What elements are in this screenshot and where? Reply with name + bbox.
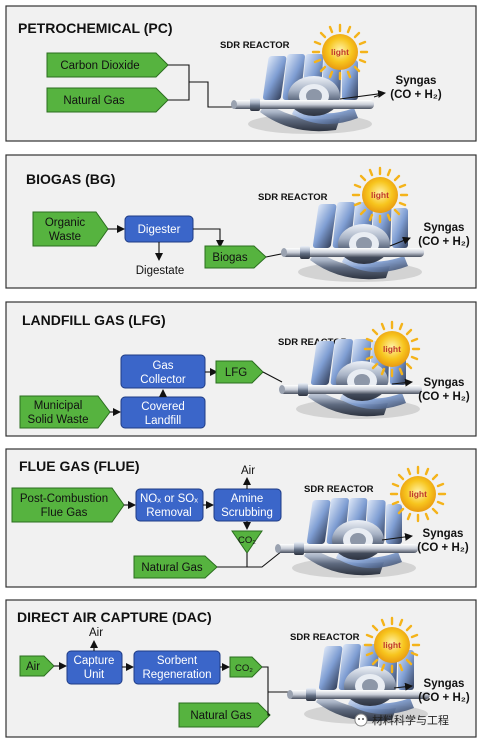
input-natural-gas-dac: Natural Gas — [178, 702, 271, 728]
reactor-label-lfg: SDR REACTOR — [278, 337, 348, 348]
sun-icon-pc: light — [311, 23, 369, 81]
svg-text:Air: Air — [26, 661, 40, 673]
svg-text:Carbon Dioxide: Carbon Dioxide — [60, 60, 139, 72]
reactor-label-bg: SDR REACTOR — [258, 192, 328, 203]
svg-text:Landfill: Landfill — [145, 415, 181, 427]
svg-text:Regeneration: Regeneration — [142, 669, 211, 681]
sun-icon-flue: light — [389, 465, 447, 523]
output-air-dac: Air — [89, 627, 103, 639]
input-air-dac: Air — [19, 655, 55, 677]
svg-text:Capture: Capture — [74, 655, 115, 667]
svg-text:CO₂: CO₂ — [235, 663, 253, 674]
svg-text:Natural Gas: Natural Gas — [63, 95, 125, 107]
panel-flue-gas: FLUE GAS (FLUE) Post-Combustion Flue Gas… — [5, 448, 477, 588]
syngas-label-lfg: Syngas — [424, 377, 465, 389]
input-organic-waste: Organic Waste — [32, 211, 109, 247]
syngas-formula-bg: (CO + H₂) — [418, 236, 470, 248]
reactor-outlet-arrow-pc — [339, 89, 386, 100]
panel-title-flue: FLUE GAS (FLUE) — [19, 458, 140, 474]
panel-title-pc: PETROCHEMICAL (PC) — [18, 20, 173, 36]
reactor-label-pc: SDR REACTOR — [220, 40, 290, 51]
input-carbon-dioxide: Carbon Dioxide — [46, 52, 169, 78]
pc-flow-lines — [168, 64, 232, 108]
syngas-formula-dac: (CO + H₂) — [418, 692, 470, 704]
syngas-label-bg: Syngas — [424, 222, 465, 234]
svg-text:light: light — [331, 47, 349, 57]
svg-text:Unit: Unit — [84, 669, 105, 681]
svg-text:Scrubbing: Scrubbing — [221, 507, 273, 519]
input-natural-gas-flue: Natural Gas — [133, 555, 218, 579]
svg-text:Municipal: Municipal — [34, 400, 83, 412]
reactor-label-dac: SDR REACTOR — [290, 632, 360, 643]
svg-text:light: light — [383, 344, 401, 354]
svg-text:Post-Combustion: Post-Combustion — [20, 493, 108, 505]
svg-text:Waste: Waste — [49, 231, 81, 243]
input-natural-gas: Natural Gas — [46, 87, 169, 113]
syngas-formula-pc: (CO + H₂) — [390, 89, 442, 101]
syngas-formula-flue: (CO + H₂) — [417, 542, 469, 554]
svg-text:Covered: Covered — [141, 401, 184, 413]
panel-title-bg: BIOGAS (BG) — [26, 171, 115, 187]
syngas-label-flue: Syngas — [423, 528, 464, 540]
process-sorbent-regeneration: Sorbent Regeneration — [133, 650, 221, 685]
watermark: 材料科学与工程 — [354, 713, 449, 727]
output-air-flue: Air — [241, 465, 255, 477]
svg-text:Collector: Collector — [140, 374, 186, 386]
reactor-label-flue: SDR REACTOR — [304, 484, 374, 495]
svg-text:light: light — [409, 489, 427, 499]
svg-text:Sorbent: Sorbent — [157, 655, 198, 667]
panel-biogas: BIOGAS (BG) Organic Waste Digester Diges… — [5, 154, 477, 289]
process-nox-sox-removal: NOₓ or SOₓ Removal — [135, 488, 204, 522]
sun-icon-bg: light — [351, 166, 409, 224]
svg-text:Gas: Gas — [152, 360, 173, 372]
process-gas-collector: Gas Collector — [120, 354, 206, 389]
output-co2-dac: CO₂ — [229, 656, 263, 678]
process-covered-landfill: Covered Landfill — [120, 396, 206, 429]
syngas-formula-lfg: (CO + H₂) — [418, 391, 470, 403]
svg-text:Natural Gas: Natural Gas — [141, 562, 203, 574]
svg-text:Organic: Organic — [45, 217, 86, 229]
svg-text:Solid Waste: Solid Waste — [28, 414, 89, 426]
panel-title-dac: DIRECT AIR CAPTURE (DAC) — [17, 609, 212, 625]
panel-direct-air-capture: DIRECT AIR CAPTURE (DAC) Air Capture Uni… — [5, 599, 477, 738]
panel-landfill-gas: LANDFILL GAS (LFG) Gas Collector LFG Mun… — [5, 301, 477, 437]
input-biogas: Biogas — [204, 245, 267, 269]
syngas-label-pc: Syngas — [396, 75, 437, 87]
process-digester: Digester — [124, 215, 194, 243]
svg-text:材料科学与工程: 材料科学与工程 — [372, 713, 449, 727]
output-co2-flue: CO₂ — [231, 530, 263, 554]
syngas-label-dac: Syngas — [424, 678, 465, 690]
process-amine-scrubbing: Amine Scrubbing — [213, 488, 282, 522]
input-post-combustion-flue-gas: Post-Combustion Flue Gas — [11, 487, 125, 523]
svg-text:Amine: Amine — [231, 493, 264, 505]
sun-icon-dac: light — [363, 616, 421, 674]
output-digestate: Digestate — [136, 265, 185, 277]
panel-petrochemical: PETROCHEMICAL (PC) Carbon Dioxide Natura… — [5, 5, 477, 142]
svg-text:light: light — [371, 190, 389, 200]
svg-text:CO₂: CO₂ — [238, 535, 256, 546]
panel-title-lfg: LANDFILL GAS (LFG) — [22, 312, 166, 328]
svg-text:LFG: LFG — [225, 367, 247, 379]
svg-text:Biogas: Biogas — [212, 252, 247, 264]
svg-text:Removal: Removal — [146, 507, 191, 519]
svg-text:light: light — [383, 640, 401, 650]
input-lfg: LFG — [215, 360, 264, 384]
svg-text:NOₓ or SOₓ: NOₓ or SOₓ — [140, 493, 198, 505]
svg-text:Flue Gas: Flue Gas — [41, 507, 88, 519]
svg-text:Digester: Digester — [138, 224, 181, 236]
svg-text:Natural Gas: Natural Gas — [190, 710, 252, 722]
sun-icon-lfg: light — [363, 320, 421, 378]
process-capture-unit: Capture Unit — [66, 650, 123, 685]
input-municipal-solid-waste: Municipal Solid Waste — [19, 395, 111, 429]
